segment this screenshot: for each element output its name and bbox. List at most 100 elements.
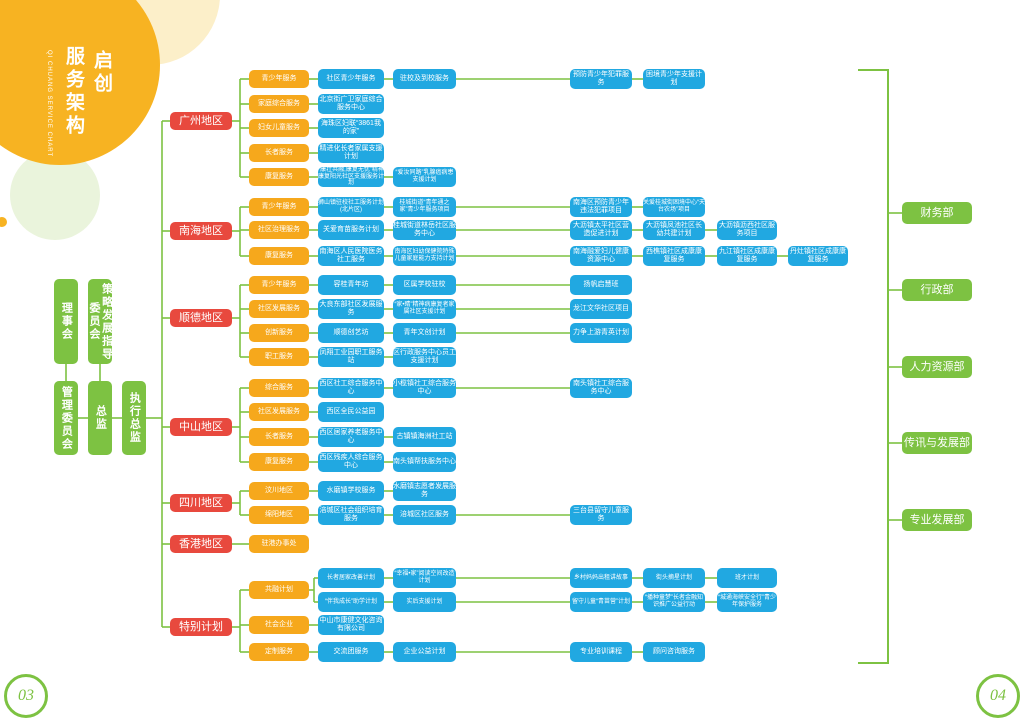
page-number-left: 03	[4, 674, 48, 718]
item-nh-2-5: 丹灶镇社区成康康复服务	[788, 246, 848, 266]
decor-circle-orange	[0, 0, 160, 165]
item-nh-0-2: 南海区预防青少年违法犯罪项目	[570, 197, 632, 217]
item-zs-1-0: 西区全民公益园	[318, 402, 384, 422]
item-sd-1-0: 大良东部社区发展服务	[318, 299, 384, 319]
page-title-line1: 启创	[91, 50, 112, 96]
item-sp-0-6: 实后支援计划	[393, 592, 456, 612]
department-4: 专业发展部	[902, 509, 972, 531]
item-sd-3-1: 区行政服务中心员工支援计划	[393, 347, 456, 367]
item-sd-1-2: 龙江文华社区项目	[570, 299, 632, 319]
program-zs-0: 综合服务	[249, 379, 309, 397]
item-sc-1-0: 涪城区社会组织培育服务	[318, 505, 384, 525]
program-gz-0: 青少年服务	[249, 70, 309, 88]
item-nh-1-3: 大沥镇凤池社区长幼共建计划	[643, 220, 705, 240]
region-sp: 特别计划	[170, 618, 232, 636]
program-nh-1: 社区治理服务	[249, 221, 309, 239]
item-zs-2-1: 古镇镇海洲社工站	[393, 427, 456, 447]
region-hk: 香港地区	[170, 535, 232, 553]
item-sc-1-2: 三台县留守儿童服务	[570, 505, 632, 525]
item-sp-0-5: “伴我成长”助学计划	[318, 592, 384, 612]
program-sd-1: 社区发展服务	[249, 300, 309, 318]
item-nh-2-3: 西樵镇社区成康康复服务	[643, 246, 705, 266]
decor-dot-orange	[0, 217, 7, 227]
strategy-committee-node: 策略发展指导委员会	[88, 279, 112, 364]
page-title-block: 启创 服务架构 QI CHUANG SERVICE CHART	[46, 30, 132, 170]
item-nh-1-0: 关爱育苗服务计划	[318, 220, 384, 240]
region-sc: 四川地区	[170, 494, 232, 512]
item-gz-2-0: 海珠区妇联“3861我的家”	[318, 118, 384, 138]
program-sd-2: 创新服务	[249, 324, 309, 342]
region-zs: 中山地区	[170, 418, 232, 436]
item-sp-0-3: 街头摘星计划	[643, 568, 705, 588]
item-gz-4-1: “爱汝同路”乳腺癌病患支援计划	[393, 167, 456, 187]
page-title-line2: 服务架构	[63, 46, 84, 138]
region-nh: 南海地区	[170, 222, 232, 240]
program-gz-3: 长者服务	[249, 144, 309, 162]
item-sd-2-2: 力争上游青英计划	[570, 323, 632, 343]
item-nh-1-1: 桂城街道林岳社区服务中心	[393, 220, 456, 240]
program-sd-0: 青少年服务	[249, 276, 309, 294]
item-sc-0-0: 水磨镇学校服务	[318, 481, 384, 501]
management-committee-node: 管理委员会	[54, 381, 78, 455]
item-zs-3-1: 南头镇帮扶服务中心	[393, 452, 456, 472]
program-nh-2: 康复服务	[249, 247, 309, 265]
item-sp-0-4: 班才计划	[717, 568, 777, 588]
item-nh-1-4: 大沥镇沥西社区服务项目	[717, 220, 777, 240]
program-sp-2: 定制服务	[249, 643, 309, 661]
program-nh-0: 青少年服务	[249, 198, 309, 216]
item-sp-1-0: 中山市康健文化咨询有限公司	[318, 615, 384, 635]
item-gz-0-2: 预防青少年犯罪服务	[570, 69, 632, 89]
page-number-right: 04	[976, 674, 1020, 718]
item-nh-2-2: 南海融爱妇儿健康资源中心	[570, 246, 632, 266]
item-sd-2-1: 青年文创计划	[393, 323, 456, 343]
item-nh-2-4: 九江镇社区成康康复服务	[717, 246, 777, 266]
item-zs-0-0: 西区社工综合服务中心	[318, 378, 384, 398]
executive-director-node: 执行总监	[122, 381, 146, 455]
item-sp-2-3: 顾问咨询服务	[643, 642, 705, 662]
department-0: 财务部	[902, 202, 972, 224]
item-sd-2-0: 顺德创艺坊	[318, 323, 384, 343]
item-nh-0-3: 关爱桂城街困境中心“天台农场”项目	[643, 197, 705, 217]
department-1: 行政部	[902, 279, 972, 301]
item-sp-0-9: “城通海峡安全行”青少年保护服务	[717, 592, 777, 612]
item-sc-0-1: 水磨镇志愿者发展服务	[393, 481, 456, 501]
item-sp-2-1: 企业公益计划	[393, 642, 456, 662]
item-gz-0-0: 社区青少年服务	[318, 69, 384, 89]
item-gz-4-0: “康壮共融,康复无忧”精神康复阳光社区支援服务计划	[318, 167, 384, 187]
program-gz-4: 康复服务	[249, 168, 309, 186]
program-sc-1: 绵阳地区	[249, 506, 309, 524]
item-sp-2-2: 专业培训课程	[570, 642, 632, 662]
program-sc-0: 汶川地区	[249, 482, 309, 500]
program-sp-1: 社会企业	[249, 616, 309, 634]
item-sp-2-0: 交流团服务	[318, 642, 384, 662]
program-gz-1: 家庭综合服务	[249, 95, 309, 113]
item-zs-2-0: 西区居家养老服务中心	[318, 427, 384, 447]
item-sd-0-1: 区属学校驻校	[393, 275, 456, 295]
item-sp-0-0: 长者居家改善计划	[318, 568, 384, 588]
item-zs-0-2: 南头镇社工综合服务中心	[570, 378, 632, 398]
board-node: 理事会	[54, 279, 78, 364]
item-gz-1-0: 北京街广卫家庭综合服务中心	[318, 94, 384, 114]
item-sd-3-0: 凤翔工业园职工服务站	[318, 347, 384, 367]
item-sp-0-2: 乡村妈妈出租讲故事	[570, 568, 632, 588]
region-sd: 顺德地区	[170, 309, 232, 327]
item-nh-1-2: 大沥镇太平社区营造促进计划	[570, 220, 632, 240]
item-nh-0-1: 桂城街道“青年通之家”青少年服务项目	[393, 197, 456, 217]
item-nh-2-1: 南海区妇幼保健院特殊儿童家庭能力支持计划	[393, 246, 456, 266]
department-3: 传讯与发展部	[902, 432, 972, 454]
item-sp-0-1: “幸福•家”阅读空间改造计划	[393, 568, 456, 588]
item-sc-1-1: 涪城区社区服务	[393, 505, 456, 525]
region-gz: 广州地区	[170, 112, 232, 130]
program-sp-0: 共融计划	[249, 581, 309, 599]
item-gz-0-3: 困境青少年支援计划	[643, 69, 705, 89]
item-nh-2-0: 南海区人民医院医务社工服务	[318, 246, 384, 266]
director-node: 总监	[88, 381, 112, 455]
program-sd-3: 职工服务	[249, 348, 309, 366]
item-sd-0-2: 扬帆启慧班	[570, 275, 632, 295]
program-hk-0: 驻港办事处	[249, 535, 309, 553]
program-gz-2: 妇女儿童服务	[249, 119, 309, 137]
item-gz-3-0: 精进化长者家属支援计划	[318, 143, 384, 163]
